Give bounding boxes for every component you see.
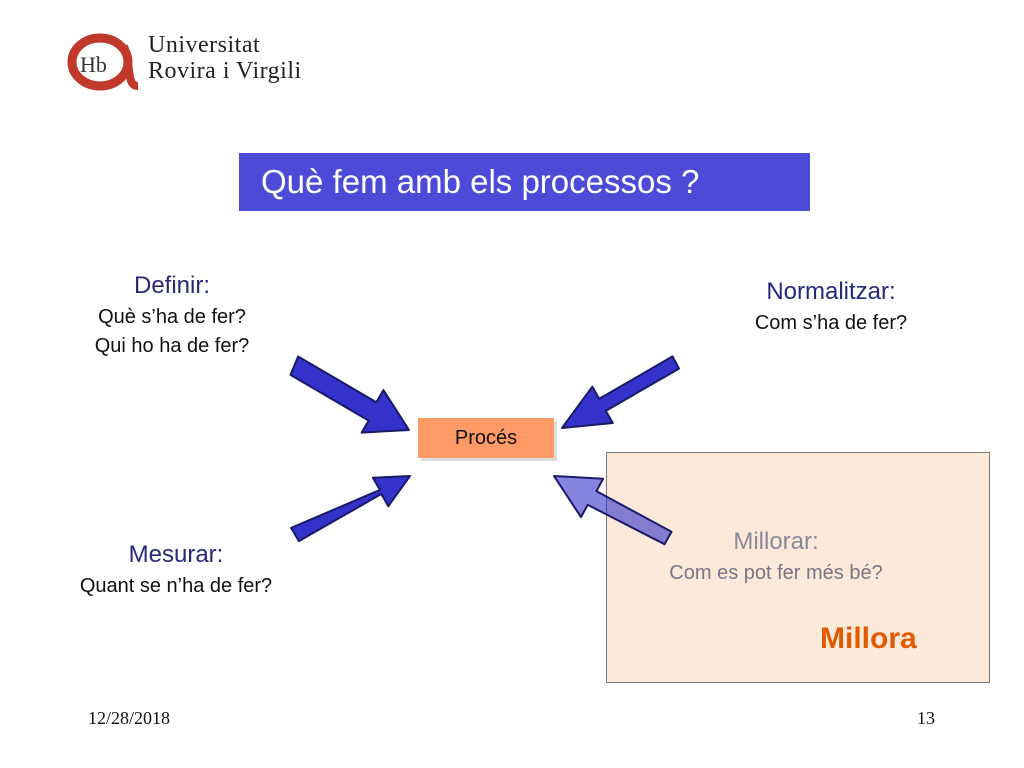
normalize-heading: Normalitzar: (766, 278, 896, 305)
arrow-define-to-process (289, 355, 410, 434)
page-number: 13 (917, 708, 935, 728)
improve-heading: Millorar: (733, 528, 819, 555)
measure-heading: Mesurar: (128, 541, 224, 568)
arrow-normalize-to-process (561, 355, 680, 429)
slide-title: Què fem amb els processos ? (239, 153, 810, 211)
logo-wordmark-line1: Universitat (148, 32, 261, 58)
improve-badge: Millora (820, 622, 917, 655)
measure-question: Quant se n’ha de fer? (79, 575, 273, 597)
normalize-block: Normalitzar: Com s’ha de fer? (700, 278, 962, 335)
logo-wordmark-line2: Rovira i Virgili (148, 58, 302, 84)
process-box: Procés (418, 418, 554, 458)
define-question-1: Què s’ha de fer? (98, 306, 246, 328)
university-logo: Hb Universitat Rovira i Virgili (66, 28, 306, 92)
footer-date: 12/28/2018 (88, 708, 171, 728)
university-emblem-icon: Hb (67, 33, 139, 91)
normalize-question: Com s’ha de fer? (754, 312, 908, 334)
arrow-measure-to-process (290, 475, 411, 543)
improve-block: Millorar: Com es pot fer més bé? (606, 528, 946, 585)
define-heading: Definir: (133, 272, 211, 299)
measure-block: Mesurar: Quant se n’ha de fer? (40, 541, 312, 598)
svg-text:Hb: Hb (80, 52, 107, 77)
define-question-2: Qui ho ha de fer? (94, 335, 250, 357)
define-block: Definir: Què s’ha de fer? Qui ho ha de f… (40, 272, 304, 358)
improve-question: Com es pot fer més bé? (669, 562, 883, 584)
